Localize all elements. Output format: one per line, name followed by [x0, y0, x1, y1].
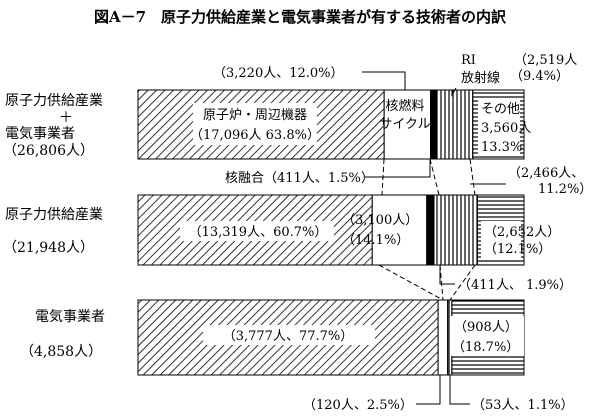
- row0-other-label-box: [478, 98, 520, 156]
- row1-fusion-label: （411人、 1.9%）: [458, 278, 572, 293]
- row0-other-percent: 13.3%: [481, 140, 522, 155]
- row0-name-line2: ＋: [59, 110, 73, 126]
- leader-lines: [362, 71, 506, 405]
- row0-total: （26,806人）: [3, 143, 94, 159]
- bar-row1-ri: [433, 194, 478, 266]
- leader-ri-0: [451, 87, 457, 97]
- row0-name-line3: 電気事業者: [5, 126, 75, 142]
- row1-ri-value: （2,466人、: [508, 166, 584, 181]
- row1-reactor-value: （13,319人、60.7%）: [189, 225, 328, 240]
- row0-ri-label-2: 放射線: [461, 70, 500, 86]
- row1-other-value: （2,652人）: [484, 225, 560, 240]
- row0-ri-label: RI: [461, 53, 476, 68]
- row2-reactor-label-box: [203, 325, 375, 345]
- row2-total: （4,858人）: [20, 344, 102, 360]
- row0-reactor-value: （17,096人 63.8%）: [190, 128, 320, 143]
- bar-row0-ri: [435, 89, 474, 160]
- row2-other-label-box: [451, 316, 524, 356]
- bar-row0-fusion: [430, 89, 437, 160]
- bars-group: [137, 89, 525, 376]
- bar-row1-fusion: [426, 194, 435, 266]
- row0-ri-percent: （9.4%）: [510, 69, 569, 84]
- row2-ri-value: （53人、1.1%）: [472, 398, 574, 413]
- row1-total: （21,948人）: [3, 240, 94, 256]
- row2-other-value: （908人）: [454, 320, 518, 335]
- row1-fuel-value: （3,100人）: [342, 213, 418, 228]
- leader-ri-2: [449, 375, 470, 405]
- row0-reactor-label: 原子炉・周辺機器: [203, 108, 307, 123]
- connector-fusion-0-1: [429, 158, 440, 196]
- row0-other-label: その他: [481, 102, 520, 117]
- bar-row2-fuel: [437, 299, 449, 376]
- chart-title: 図A－7 原子力供給産業と電気事業者が有する技術者の内訳: [94, 8, 507, 26]
- connector-ri-0-1: [469, 158, 476, 196]
- row2-name: 電気事業者: [35, 309, 105, 325]
- row2-reactor-value: （3,777人、77.7%）: [223, 329, 354, 344]
- row1-other-label-box: [481, 221, 521, 258]
- connector-ri-1-2: [449, 264, 476, 301]
- row1-name: 原子力供給産業: [5, 207, 103, 223]
- bar-row0-fuel: [383, 89, 432, 160]
- row0-other-value: 3,560人: [481, 121, 531, 136]
- connector-fuel-1-2: [378, 264, 444, 301]
- row0-name-line1: 原子力供給産業: [5, 93, 103, 109]
- row0-fusion-label: 核融合（411人、1.5%）: [225, 171, 374, 186]
- leader-fusion-0: [365, 159, 431, 178]
- bar-row1-fuel: [371, 194, 428, 266]
- leader-fuel-0: [362, 71, 406, 90]
- leader-fuel-2: [416, 375, 441, 405]
- row1-reactor-label-box: [180, 221, 334, 241]
- connector-fusion-1-2: [439, 264, 444, 301]
- row1-ri-percent: 11.2%）: [538, 182, 592, 197]
- row0-reactor-label-box: [193, 103, 317, 145]
- row1-fuel-percent: （14.1%）: [342, 233, 409, 248]
- row0-ri-value: （2,519人: [514, 53, 577, 68]
- row2-other-percent: （18.7%）: [452, 340, 519, 355]
- row0-fuel-label: 核燃料: [385, 98, 424, 114]
- row1-other-percent: （12.1%）: [484, 242, 551, 257]
- leader-fusion-1: [439, 265, 455, 285]
- row0-fuel-label-2: サイクル: [379, 117, 430, 132]
- row2-fuel-value: （120人、2.5%）: [303, 398, 413, 413]
- row0-fuel-value: （3,220人、12.0%）: [213, 66, 344, 81]
